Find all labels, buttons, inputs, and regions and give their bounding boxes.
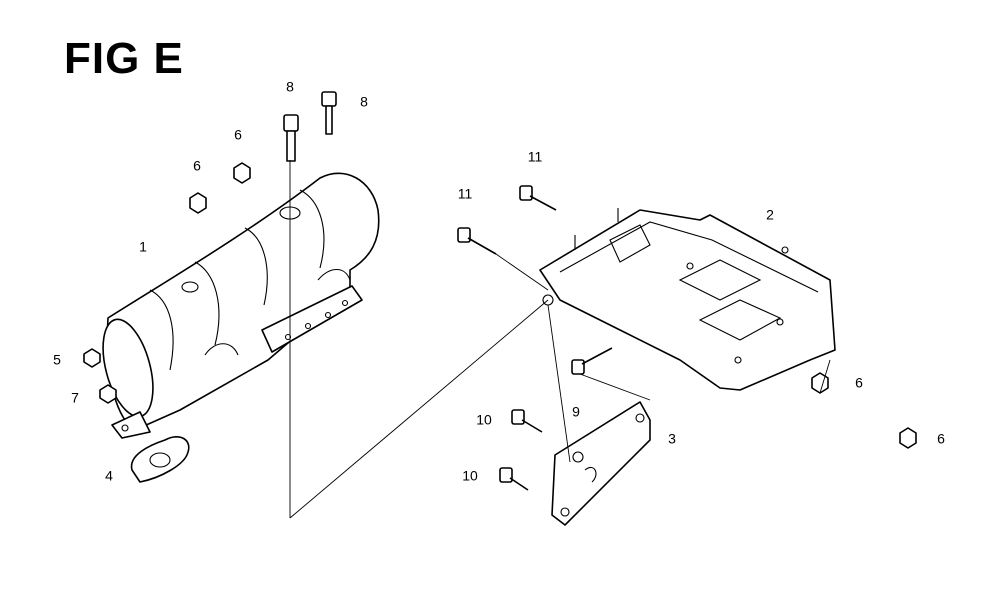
callout-p6d: 6 [937, 431, 945, 447]
callout-p1: 1 [139, 239, 147, 255]
callout-p10b: 10 [462, 468, 478, 484]
stud-bolt-drawings [283, 91, 337, 162]
callout-p11a: 11 [528, 149, 543, 165]
muffler-protector-drawing [102, 172, 380, 439]
callout-p9: 9 [572, 404, 580, 420]
callout-p7: 7 [71, 390, 79, 406]
callout-p2: 2 [766, 207, 774, 223]
flange-bolt-drawings [457, 185, 613, 491]
callout-p10a: 10 [476, 412, 492, 428]
callout-p6c: 6 [855, 375, 863, 391]
callout-p6b: 6 [234, 127, 242, 143]
callout-p8b: 8 [360, 94, 368, 110]
callout-p5: 5 [53, 352, 61, 368]
muffler-stay-drawing [551, 401, 651, 526]
part-callouts: 1 2 3 4 5 6 6 6 6 7 8 8 9 10 10 11 11 [53, 79, 945, 484]
callout-p3: 3 [668, 431, 676, 447]
callout-p4: 4 [105, 468, 113, 484]
callout-p11b: 11 [458, 186, 473, 202]
callout-p8a: 8 [286, 79, 294, 95]
muffler-gasket-drawing [130, 436, 190, 483]
callout-p6a: 6 [193, 158, 201, 174]
assembly-leader-lines [289, 160, 831, 519]
muffler-bracket-drawing [539, 208, 836, 391]
small-hardware-drawings [83, 162, 917, 449]
figure-title: FIG E [64, 34, 184, 83]
